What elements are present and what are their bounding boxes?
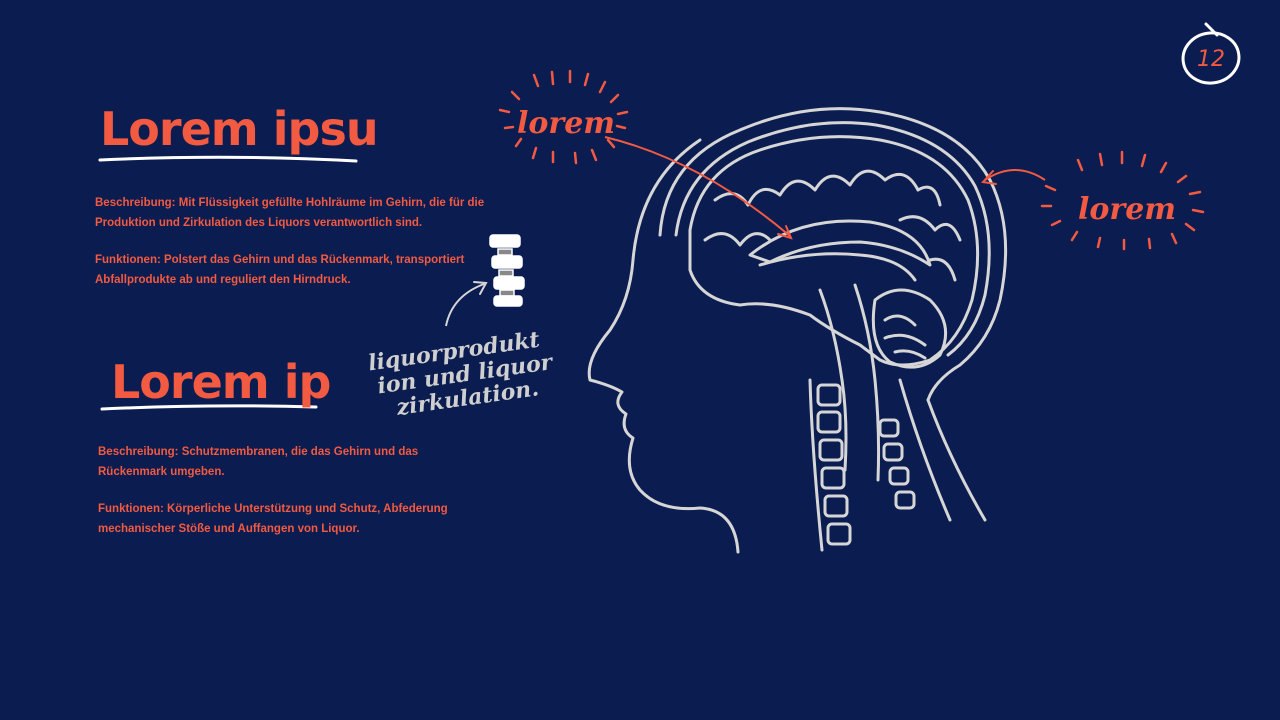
section-2-functions: Funktionen: Körperliche Unterstützung un…	[98, 503, 448, 535]
callout-right-arrow	[984, 169, 1046, 181]
callout-right-rays	[1040, 150, 1205, 251]
section-1-functions: Funktionen: Polstert das Gehirn und das …	[95, 254, 465, 286]
callout-left-arrow	[604, 136, 791, 237]
handwritten-note: liquorprodukt ion und liquor zirkulation…	[367, 327, 556, 421]
section-2-heading: Lorem ip	[111, 355, 331, 409]
heading-2-underline	[100, 404, 318, 411]
callout-left-label: lorem	[517, 106, 615, 141]
page-number: 12	[1197, 47, 1225, 72]
heading-1-underline	[98, 155, 358, 163]
section-2-description: Beschreibung: Schutzmembranen, die das G…	[98, 446, 419, 478]
section-1-heading: Lorem ipsu	[100, 102, 379, 156]
section-1-description: Beschreibung: Mit Flüssigkeit gefüllte H…	[95, 197, 485, 229]
callout-left-rays	[498, 69, 629, 165]
note-arrow	[445, 283, 485, 327]
callout-right-label: lorem	[1078, 192, 1176, 227]
page-number-badge: 12	[1181, 22, 1241, 85]
brain-illustration	[587, 107, 1008, 554]
spine-icon	[489, 234, 525, 307]
